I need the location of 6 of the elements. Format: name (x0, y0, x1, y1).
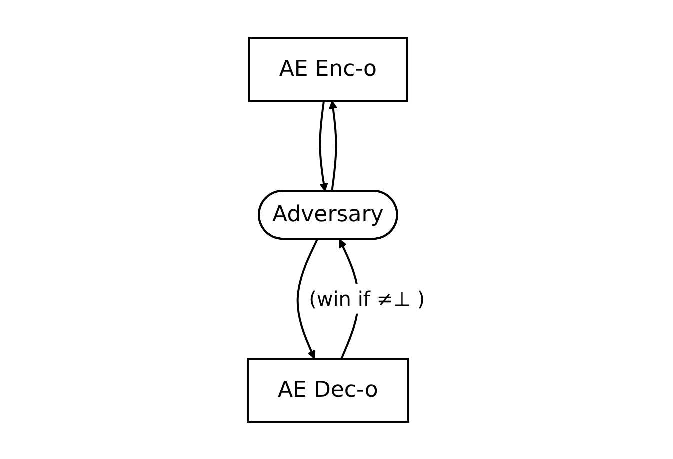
arrow (319, 100, 328, 192)
arrow (328, 100, 338, 192)
node-box: AE Dec-o (246, 357, 410, 422)
edge-label: (win if ≠⊥ ) (309, 286, 426, 310)
node-box: AE Enc-o (248, 36, 408, 102)
arrow (296, 238, 318, 359)
